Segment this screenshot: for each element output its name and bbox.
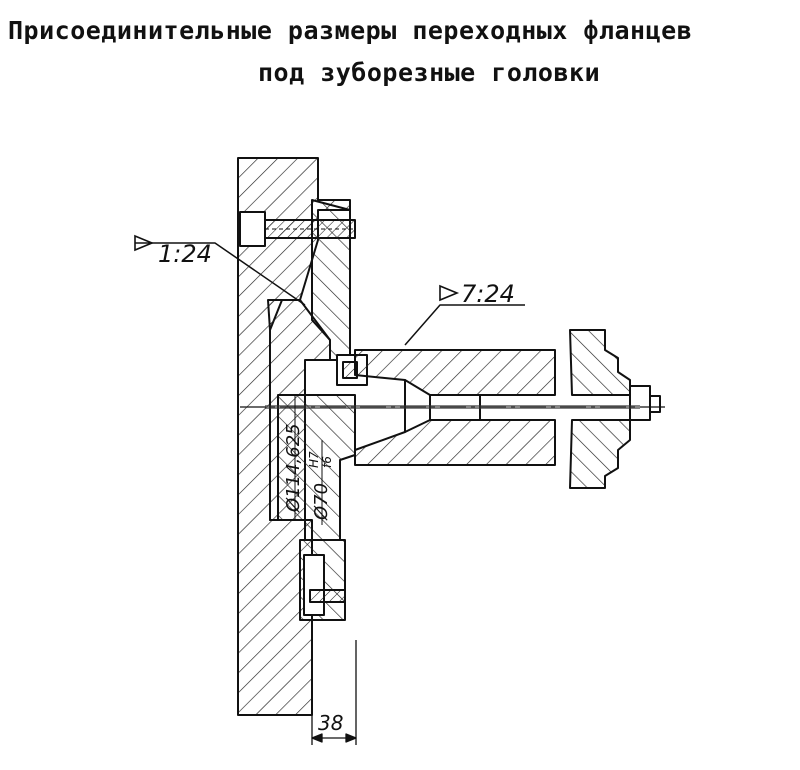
taper-left-leader <box>135 242 306 306</box>
taper-right-leader <box>404 304 525 346</box>
width-dimension-label: 38 <box>318 711 343 735</box>
bottom-screw <box>303 554 346 616</box>
fit-lower-label: f6 <box>320 456 334 468</box>
fit-upper-label: H7 <box>307 451 321 468</box>
dia-small-label: Ø70 <box>311 483 332 521</box>
cutter-head <box>569 329 661 489</box>
top-bolt <box>239 211 356 247</box>
taper-right-label: 7:24 <box>461 280 515 308</box>
taper-right-icon <box>439 284 460 302</box>
taper-left-icon <box>134 234 155 252</box>
taper-left-label: 1:24 <box>158 240 212 268</box>
title-line-1: Присоединительные размеры переходных фла… <box>8 16 693 45</box>
width-dimension <box>311 640 357 745</box>
dia-large-label: Ø114,625 <box>283 423 304 513</box>
title-block: Присоединительные размеры переходных фла… <box>0 10 800 90</box>
title-line-2: под зуборезные головки <box>258 58 601 87</box>
